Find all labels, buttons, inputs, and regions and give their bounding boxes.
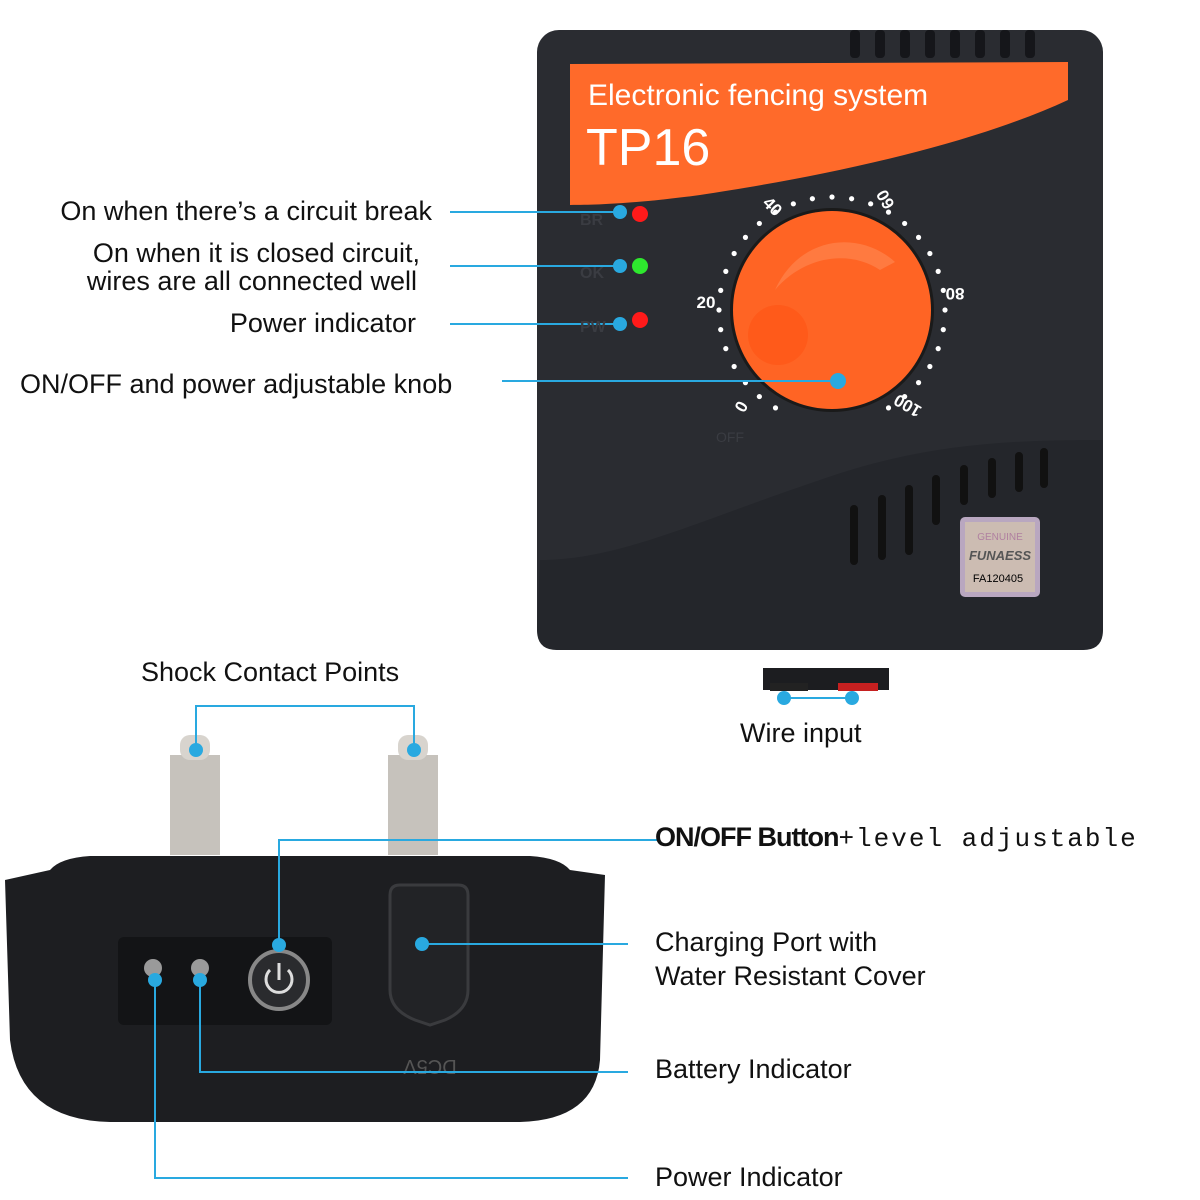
callout-wire-input: Wire input — [740, 718, 862, 748]
device-model: TP16 — [586, 119, 710, 177]
callout-lines — [154, 211, 852, 1179]
dial-tick-dot — [927, 250, 933, 257]
sticker-brand: FUNAESS — [969, 548, 1031, 563]
callout-charging-2: Water Resistant Cover — [655, 961, 926, 991]
callout-closed-circuit-2: wires are all connected well — [86, 266, 417, 296]
callout-knob: ON/OFF and power adjustable knob — [20, 369, 453, 399]
callout-shock-points: Shock Contact Points — [141, 657, 400, 687]
dial-tick-dot — [927, 363, 933, 370]
dial-tick-dot — [756, 393, 762, 400]
dial-tick-dot — [723, 346, 729, 352]
dial-tick-dot — [885, 209, 892, 215]
callout-onoff-button: ON/OFF Button+level adjustable — [655, 822, 1138, 855]
dial-tick-dot — [790, 201, 796, 207]
dial-tick-dot — [849, 196, 855, 202]
off-label: OFF — [716, 429, 744, 445]
dial-tick-dot — [742, 234, 749, 240]
collar-receiver: DC5V — [5, 735, 605, 1122]
callout-onoff-button-a: ON/OFF Button — [655, 822, 839, 852]
dial-tick-dot — [902, 393, 908, 400]
dial-tick-dot — [716, 307, 722, 313]
dial-tick-dot — [718, 287, 724, 293]
dial-tick-dot — [772, 405, 779, 411]
dial-tick-dot — [915, 234, 922, 240]
dial-number: 80 — [946, 284, 965, 303]
dial-tick-dot — [829, 194, 835, 200]
callout-battery: Battery Indicator — [655, 1054, 852, 1084]
dial-tick-dot — [809, 196, 815, 202]
orange-label-panel — [570, 62, 1068, 205]
callout-power-indicator: Power indicator — [229, 308, 416, 338]
dial-tick-dot — [868, 201, 874, 207]
device-title: Electronic fencing system — [588, 79, 928, 112]
led-label-ok: OK — [580, 265, 604, 282]
led-power — [632, 312, 648, 328]
dial-tick-dot — [935, 268, 941, 274]
dial-tick-dot — [723, 268, 729, 274]
dial-tick-dot — [942, 307, 948, 313]
dial-tick-dot — [772, 209, 779, 215]
dial-tick-dot — [935, 346, 941, 352]
dial-number: 20 — [697, 293, 716, 312]
charging-port-cover — [388, 883, 470, 1027]
port-label: DC5V — [403, 1055, 457, 1077]
callout-dots — [148, 205, 859, 987]
dial-tick-dot — [902, 220, 908, 227]
base-station — [537, 30, 1103, 691]
callout-circuit-break: On when there’s a circuit break — [60, 196, 432, 226]
dial-tick-dot — [885, 405, 892, 411]
callout-collar-power: Power Indicator — [655, 1162, 843, 1192]
dial-tick-dot — [731, 250, 737, 257]
dial-tick-dot — [940, 287, 946, 293]
callout-closed-circuit-1: On when it is closed circuit, — [92, 238, 420, 268]
dial-tick-dot — [731, 363, 737, 370]
led-label-br: BR — [580, 212, 604, 229]
sticker-serial: FA120405 — [973, 573, 1023, 585]
dial-tick-dot — [718, 327, 724, 333]
callout-charging-1: Charging Port with — [655, 927, 878, 957]
sticker-genuine: GENUINE — [977, 532, 1023, 543]
dial-tick-dot — [756, 220, 762, 227]
callout-onoff-button-b: +level adjustable — [838, 824, 1138, 854]
dial-tick-dot — [940, 327, 946, 333]
led-circuit-break — [632, 206, 648, 222]
dial-tick-dot — [915, 380, 922, 386]
led-ok — [632, 258, 648, 274]
led-label-pw: PW — [580, 319, 607, 336]
